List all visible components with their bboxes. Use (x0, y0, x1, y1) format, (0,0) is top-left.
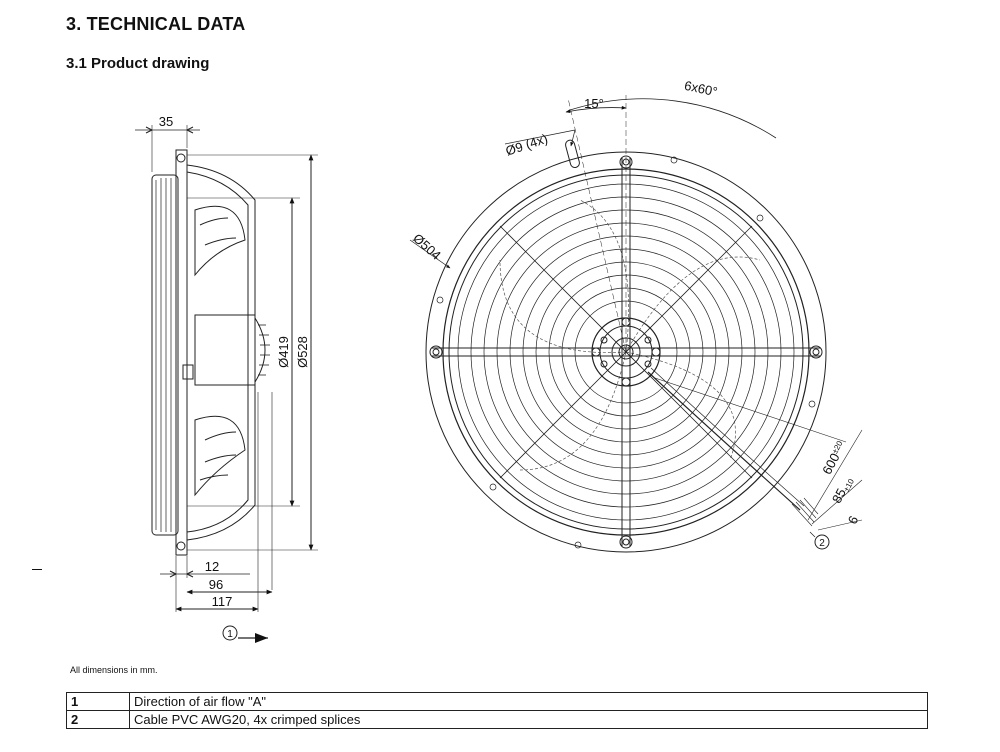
margin-mark (32, 569, 42, 570)
cable-marker-circle (814, 534, 830, 550)
legend-table: 1 Direction of air flow "A" 2 Cable PVC … (66, 692, 928, 729)
dim-96: 96 (209, 577, 223, 592)
side-blades (194, 205, 246, 497)
dim-inner-diameter: Ø419 (276, 336, 291, 368)
dim-outer-diameter: Ø528 (295, 336, 310, 368)
front-blades (499, 199, 761, 471)
cable-marker-label: 2 (819, 538, 825, 549)
dimensions-note: All dimensions in mm. (70, 665, 158, 675)
legend-number: 2 (66, 710, 130, 729)
dim-12: 12 (205, 559, 219, 574)
product-drawing: 35 Ø419 Ø528 12 96 117 1 (135, 78, 863, 643)
side-view (135, 125, 318, 643)
legend-text: Cable PVC AWG20, 4x crimped splices (129, 710, 928, 729)
side-flange (175, 149, 188, 556)
dim-holes: Ø9 (4x) (504, 131, 550, 159)
airflow-arrow-icon (255, 633, 268, 643)
airflow-marker-circle (222, 625, 238, 641)
dim-35: 35 (159, 114, 173, 129)
dim-cable-length: 600±20 (819, 438, 849, 476)
airflow-marker-label: 1 (227, 629, 233, 640)
table-row: 1 Direction of air flow "A" (66, 692, 928, 711)
dim-bolt-circle: Ø504 (410, 230, 444, 262)
dim-end-length: 6 (845, 513, 862, 526)
dim-angle-pattern: 6x60° (683, 78, 719, 100)
section-heading: 3. TECHNICAL DATA (66, 14, 246, 34)
mounting-slot (565, 139, 580, 169)
dim-angle-15: 15° (584, 96, 604, 111)
front-view (409, 95, 863, 553)
cable (647, 371, 801, 511)
side-guard (151, 174, 179, 536)
legend-text: Direction of air flow "A" (129, 692, 928, 711)
table-row: 2 Cable PVC AWG20, 4x crimped splices (66, 710, 928, 729)
mounting-bolts (429, 155, 823, 549)
subsection-heading: 3.1 Product drawing (66, 55, 210, 72)
legend-number: 1 (66, 692, 130, 711)
dim-117: 117 (212, 594, 233, 609)
side-motor (194, 314, 256, 386)
